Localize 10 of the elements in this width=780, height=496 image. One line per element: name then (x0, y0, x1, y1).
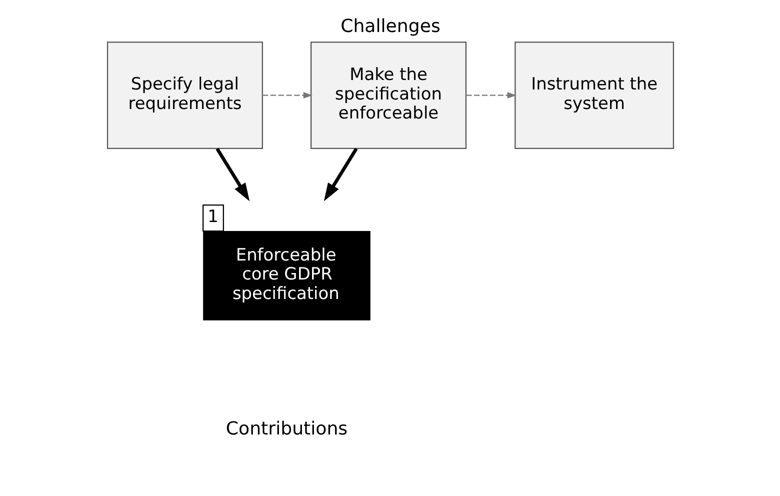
arrow (215, 148, 250, 202)
diagram-title: Challenges (340, 16, 440, 37)
node-label: 1 (207, 206, 218, 226)
arrow (323, 148, 358, 202)
caption: Contributions (225, 418, 348, 440)
arrow (466, 92, 516, 99)
node-box: Specify legal requirements (106, 42, 262, 150)
arrow (262, 92, 312, 99)
node-box: Instrument the system (514, 42, 674, 150)
node-box: Make the specification enforceable (310, 42, 466, 150)
